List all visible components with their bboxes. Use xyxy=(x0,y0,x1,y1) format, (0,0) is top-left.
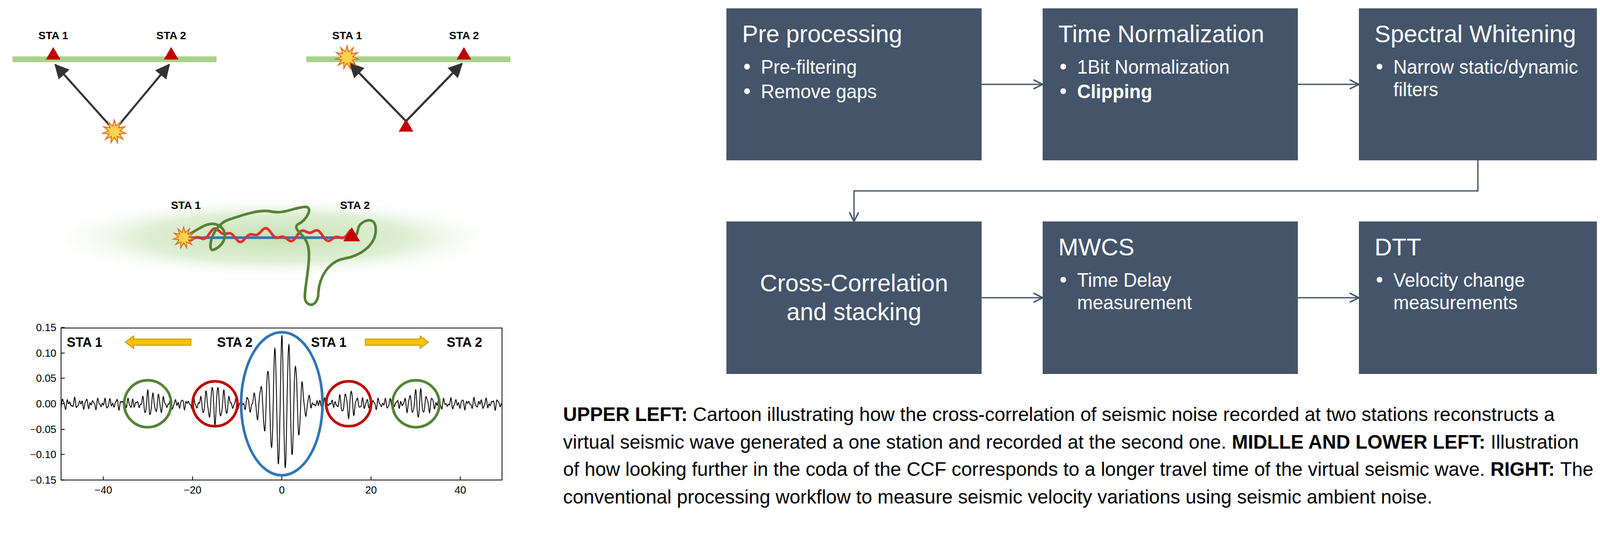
bullet-item: Time Delay measurement xyxy=(1058,268,1283,314)
tick-label: 0.00 xyxy=(36,397,57,410)
bullet-item: Clipping xyxy=(1058,80,1283,103)
ray-arrow xyxy=(114,64,170,131)
station-label: STA 2 xyxy=(156,29,186,42)
station-label: STA 1 xyxy=(170,198,201,212)
station-triangle xyxy=(163,46,179,60)
flow-arrow xyxy=(854,160,1479,222)
tick-label: 0.10 xyxy=(36,347,57,360)
caption-heading: UPPER LEFT: xyxy=(563,403,688,425)
ballistic-circle xyxy=(241,331,323,475)
tick-label: −0.10 xyxy=(29,448,57,461)
flow-arrow xyxy=(981,296,1043,299)
station-label: STA 2 xyxy=(339,198,370,212)
tick-label: 20 xyxy=(365,483,377,496)
station-label: STA 2 xyxy=(446,334,483,350)
bullet-item: 1Bit Normalization xyxy=(1058,55,1283,79)
process-box: Pre processingPre-filteringRemove gaps xyxy=(726,8,982,161)
late-coda-circle xyxy=(392,379,440,427)
process-box: DTT Velocity change measurements xyxy=(1358,221,1597,374)
ccf-waveform xyxy=(61,335,503,468)
station-label: STA 1 xyxy=(38,29,68,42)
bullet-item: Velocity change measurements xyxy=(1374,268,1582,314)
late-coda-circle xyxy=(124,379,172,427)
process-box: Time Normalization 1Bit NormalizationClip… xyxy=(1042,8,1298,161)
box-title: Pre processing xyxy=(742,19,966,49)
bullet-item: Remove gaps xyxy=(742,80,966,103)
early-coda-circle xyxy=(326,380,372,426)
station-label: STA 2 xyxy=(217,334,253,350)
tick-label: −40 xyxy=(94,483,113,496)
tick-label: 0.05 xyxy=(36,372,57,385)
station-triangle xyxy=(45,46,61,60)
station-triangle xyxy=(343,227,361,242)
flow-arrow xyxy=(981,83,1043,86)
box-title: DTT xyxy=(1374,232,1582,262)
process-box: Spectral WhiteningNarrow static/dynamic … xyxy=(1358,8,1597,161)
ray-arrow xyxy=(406,63,462,122)
ground-bar xyxy=(12,56,217,63)
direct-path xyxy=(183,236,352,240)
station-triangle xyxy=(456,46,472,60)
box-title: MWCS xyxy=(1058,232,1283,262)
source-star xyxy=(173,227,195,248)
flow-arrow xyxy=(1297,83,1359,86)
direction-arrow xyxy=(365,335,429,349)
ray-arrow xyxy=(55,64,115,131)
tick-label: 40 xyxy=(454,483,467,496)
flow-arrow xyxy=(1297,296,1359,299)
source-star xyxy=(102,120,126,143)
scattered-path xyxy=(183,228,351,242)
caption-text: UPPER LEFT:Cartoon illustrating how the … xyxy=(563,400,1594,511)
tick-label: −20 xyxy=(183,483,202,496)
early-coda-circle xyxy=(192,380,238,426)
station-triangle xyxy=(398,118,414,132)
coda-path xyxy=(183,206,376,305)
tick-label: 0 xyxy=(278,483,285,496)
station-label: STA 1 xyxy=(311,334,347,350)
station-label: STA 2 xyxy=(448,29,479,42)
caption-heading: RIGHT: xyxy=(1490,458,1555,480)
box-title: Cross-Correlation and stacking xyxy=(742,268,966,327)
bullet-item: Pre-filtering xyxy=(742,55,966,79)
tick-label: −0.15 xyxy=(29,473,57,486)
ray-arrow xyxy=(350,63,407,122)
station-label: STA 1 xyxy=(331,29,362,42)
source-star xyxy=(335,45,359,69)
medium-glow xyxy=(45,196,506,279)
station-label: STA 1 xyxy=(66,334,103,350)
process-box: Cross-Correlation and stacking xyxy=(726,221,982,374)
tick-label: 0.15 xyxy=(36,321,57,334)
box-title: Time Normalization xyxy=(1058,19,1283,49)
direction-arrow xyxy=(125,335,191,349)
caption-heading: MIDLLE AND LOWER LEFT: xyxy=(1231,431,1486,453)
box-title: Spectral Whitening xyxy=(1374,19,1582,49)
process-box: MWCS Time Delay measurement xyxy=(1042,221,1298,374)
tick-label: −0.05 xyxy=(29,423,57,436)
bullet-item: Narrow static/dynamic filters xyxy=(1374,55,1582,101)
